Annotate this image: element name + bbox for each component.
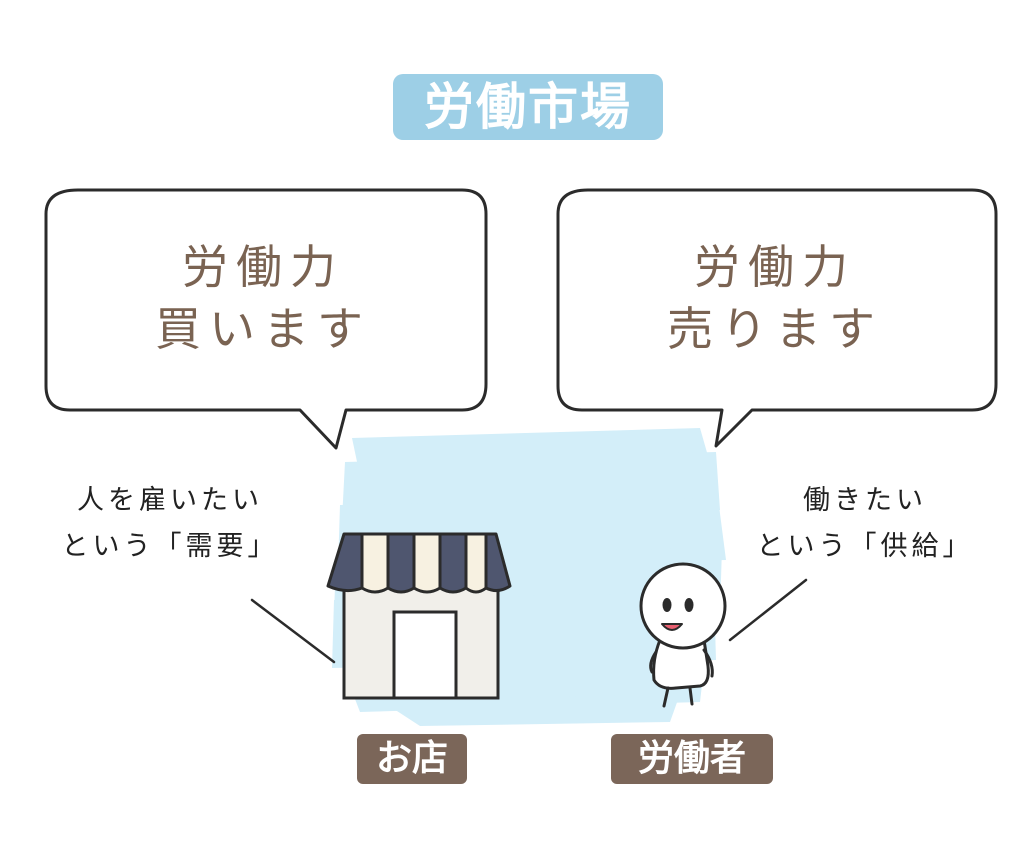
supply-pointer-line	[728, 578, 808, 642]
supply-caption: 働きたい という「供給」	[715, 478, 1015, 570]
supply-bubble-line1: 労働力	[694, 240, 856, 294]
demand-caption-line1: 人を雇いたい	[77, 485, 263, 516]
supply-caption-line2: という「供給」	[756, 531, 974, 562]
shop-icon	[326, 532, 512, 700]
demand-speech-bubble	[44, 188, 488, 450]
page-title: 労働市場	[393, 74, 663, 140]
supply-bubble-line2: 売ります	[667, 302, 883, 356]
demand-bubble-line1: 労働力	[182, 240, 344, 294]
supply-caption-line1: 働きたい	[803, 485, 927, 516]
supply-speech-bubble	[556, 188, 998, 448]
worker-label: 労働者	[611, 734, 773, 784]
demand-caption: 人を雇いたい という「需要」	[20, 478, 320, 570]
demand-bubble-text: 労働力 買います	[60, 236, 466, 360]
shop-label: お店	[357, 734, 467, 784]
demand-pointer-line	[250, 598, 336, 664]
supply-bubble-text: 労働力 売ります	[572, 236, 978, 360]
demand-caption-line2: という「需要」	[61, 531, 279, 562]
worker-character-icon	[639, 562, 727, 708]
demand-bubble-line2: 買います	[155, 302, 371, 356]
